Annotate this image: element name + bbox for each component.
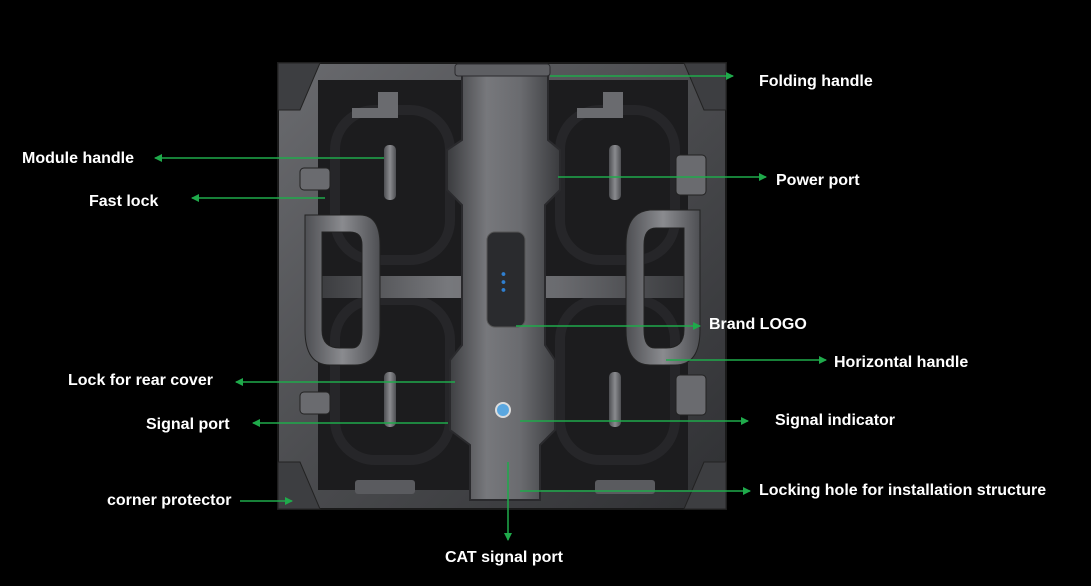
bottom-latch-right [595,480,655,494]
label-fast-lock: Fast lock [89,193,159,210]
label-folding-handle: Folding handle [759,73,873,90]
cabinet: ● ● ● [277,62,727,510]
module-handle-right [609,145,621,200]
corner-protector-bottom-right [683,461,727,510]
panel-recess [555,295,680,465]
label-signal-indicator: Signal indicator [775,412,896,429]
module-handle-left-lower [384,372,396,427]
module-handle-right-lower [609,372,621,427]
horizontal-handle-left [304,214,381,366]
label-corner-protector: corner protector [107,492,232,509]
label-brand-logo: Brand LOGO [709,316,807,333]
fast-lock-left [299,167,331,191]
label-cat-signal-port: CAT signal port [445,549,563,566]
label-module-handle: Module handle [22,150,134,167]
logo-plate [486,231,526,328]
folding-handle [454,63,551,77]
fast-lock-right-lower [675,374,707,416]
lifting-hook-right [577,92,623,118]
label-lock-rear-cover: Lock for rear cover [68,372,213,389]
fast-lock-left-lower [299,391,331,415]
lifting-hook-left [352,92,398,118]
corner-protector-top-left [277,62,321,111]
brand-logo-mark: ● ● ● [498,271,508,292]
label-signal-port: Signal port [146,416,230,433]
module-handle-left [384,145,396,200]
callout-arrows [154,72,827,541]
corner-protector-top-right [683,62,727,111]
fast-lock-right [675,154,707,196]
label-locking-hole: Locking hole for installation structure [759,482,1047,499]
label-power-port: Power port [776,172,860,189]
label-horizontal-handle: Horizontal handle [834,354,969,371]
signal-indicator-light [495,402,511,418]
horizontal-handle-right [625,209,701,366]
bottom-latch-left [355,480,415,494]
